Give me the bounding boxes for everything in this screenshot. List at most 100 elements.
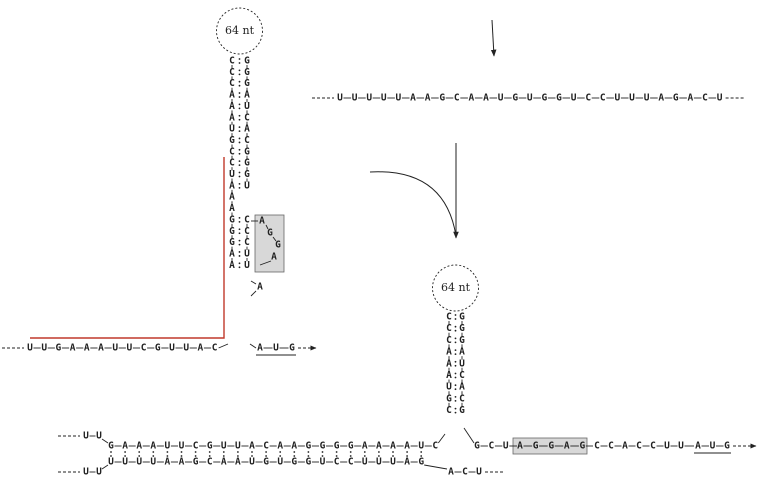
base-pair-dot <box>335 455 338 457</box>
tail-right-base: U <box>273 343 279 354</box>
stem-left-base: C <box>229 67 235 78</box>
base-pair-dot <box>238 182 241 185</box>
duplex-top-base: A <box>122 441 128 452</box>
tail-right-base: G <box>289 343 295 354</box>
stem-right-base: A <box>459 382 465 393</box>
base-pair-dot <box>454 360 457 363</box>
tail-after-base: U <box>664 441 670 452</box>
duplex-bottom-base: U <box>249 457 255 468</box>
base-pair-dot <box>307 451 310 453</box>
base-pair-dot <box>238 266 241 269</box>
base-pair-dot <box>238 96 241 98</box>
base-pair-dot <box>194 451 197 453</box>
backbone-line <box>437 433 446 444</box>
backbone-line <box>272 236 277 242</box>
mrna-base: A <box>658 93 664 104</box>
stem-left-base: G <box>229 237 235 248</box>
stem-right-base: C <box>244 226 250 237</box>
stem-left-base: C <box>229 78 235 89</box>
boxed-base: G <box>580 441 586 452</box>
stem-left-base: G <box>229 214 235 225</box>
tail-left-base: G <box>155 343 161 354</box>
duplex-top-base: A <box>390 441 396 452</box>
start-codon-base: U <box>710 441 716 452</box>
base-pair-dot <box>238 103 241 106</box>
base-pair-dot <box>238 160 241 163</box>
base-pair-dot <box>124 451 126 453</box>
stem-right-base: U <box>244 260 250 271</box>
duplex-bottom-base: U <box>362 457 368 468</box>
base-pair-dot <box>279 455 282 457</box>
tail-after-base: C <box>636 441 642 452</box>
base-pair-dot <box>238 80 241 83</box>
mrna-base: U <box>352 93 358 104</box>
duplex-bottom-base: C <box>207 457 213 468</box>
duplex-top-base: U <box>179 441 185 452</box>
mrna-base: U <box>381 93 387 104</box>
base-pair-dot <box>238 255 241 257</box>
base-pair-dot <box>251 451 253 453</box>
top-cap-base: U <box>96 431 102 442</box>
base-pair-dot <box>265 455 267 457</box>
loop-size-label: 64 nt <box>441 281 471 294</box>
base-pair-dot <box>238 69 241 72</box>
base-pair-dot <box>420 455 423 457</box>
stem-right-base: G <box>244 78 250 89</box>
tail-left-base: A <box>84 343 90 354</box>
stem-left-base: A <box>446 358 452 369</box>
base-pair-dot <box>454 376 457 379</box>
base-pair-dot <box>251 455 253 457</box>
stem-right-base: G <box>244 169 250 180</box>
stem-right-base: A <box>244 90 250 101</box>
base-pair-dot <box>454 329 457 332</box>
stem-right-base: C <box>244 237 250 248</box>
base-pair-dot <box>238 148 241 151</box>
duplex-top-base: G <box>306 441 312 452</box>
tail-right-base: A <box>257 343 263 354</box>
base-pair-dot <box>454 364 457 367</box>
mrna-base: U <box>615 93 621 104</box>
base-pair-dot <box>454 407 457 410</box>
stem-right-base: G <box>244 158 250 169</box>
duplex-top-base: U <box>221 441 227 452</box>
stem-left-base: G <box>229 226 235 237</box>
tail-after-base: A <box>622 441 628 452</box>
base-pair-dot <box>152 451 155 453</box>
base-pair-dot <box>265 451 267 453</box>
stem-right-base: G <box>459 405 465 416</box>
stem-right-base: C <box>244 214 250 225</box>
tail-left-base: A <box>198 343 204 354</box>
base-pair-dot <box>321 451 324 453</box>
mrna-base: C <box>585 93 591 104</box>
base-pair-dot <box>238 262 241 265</box>
mrna-base: U <box>717 93 723 104</box>
base-pair-dot <box>349 451 352 453</box>
duplex-top-base: C <box>432 441 438 452</box>
base-pair-dot <box>222 451 225 453</box>
stem-left-base: C <box>446 312 452 323</box>
duplex-bottom-base: A <box>235 457 241 468</box>
base-pair-dot <box>349 455 352 457</box>
mrna-base: G <box>542 93 548 104</box>
base-pair-dot <box>406 451 408 453</box>
base-pair-dot <box>238 114 241 117</box>
curved-arrow <box>369 171 457 237</box>
base-pair-dot <box>454 400 457 402</box>
base-pair-dot <box>238 130 241 133</box>
mrna-base: U <box>366 93 372 104</box>
tail-right-base: C <box>489 441 495 452</box>
stem-left-base: C <box>446 323 452 334</box>
loop-size-label: 64 nt <box>225 24 255 37</box>
duplex-bottom-base: U <box>376 457 382 468</box>
base-pair-dot <box>238 137 241 140</box>
boxed-bulge-base: G <box>275 240 281 251</box>
process-arrows <box>369 19 497 239</box>
duplex-top-base: U <box>418 441 424 452</box>
tail-left-base: U <box>27 343 33 354</box>
base-pair-dot <box>110 451 112 453</box>
hairpin-loop <box>216 7 263 55</box>
base-pair-dot <box>454 384 457 387</box>
backbone-line <box>250 290 257 297</box>
boxed-bulge-base: A <box>259 216 265 227</box>
base-pair-dot <box>335 451 338 453</box>
